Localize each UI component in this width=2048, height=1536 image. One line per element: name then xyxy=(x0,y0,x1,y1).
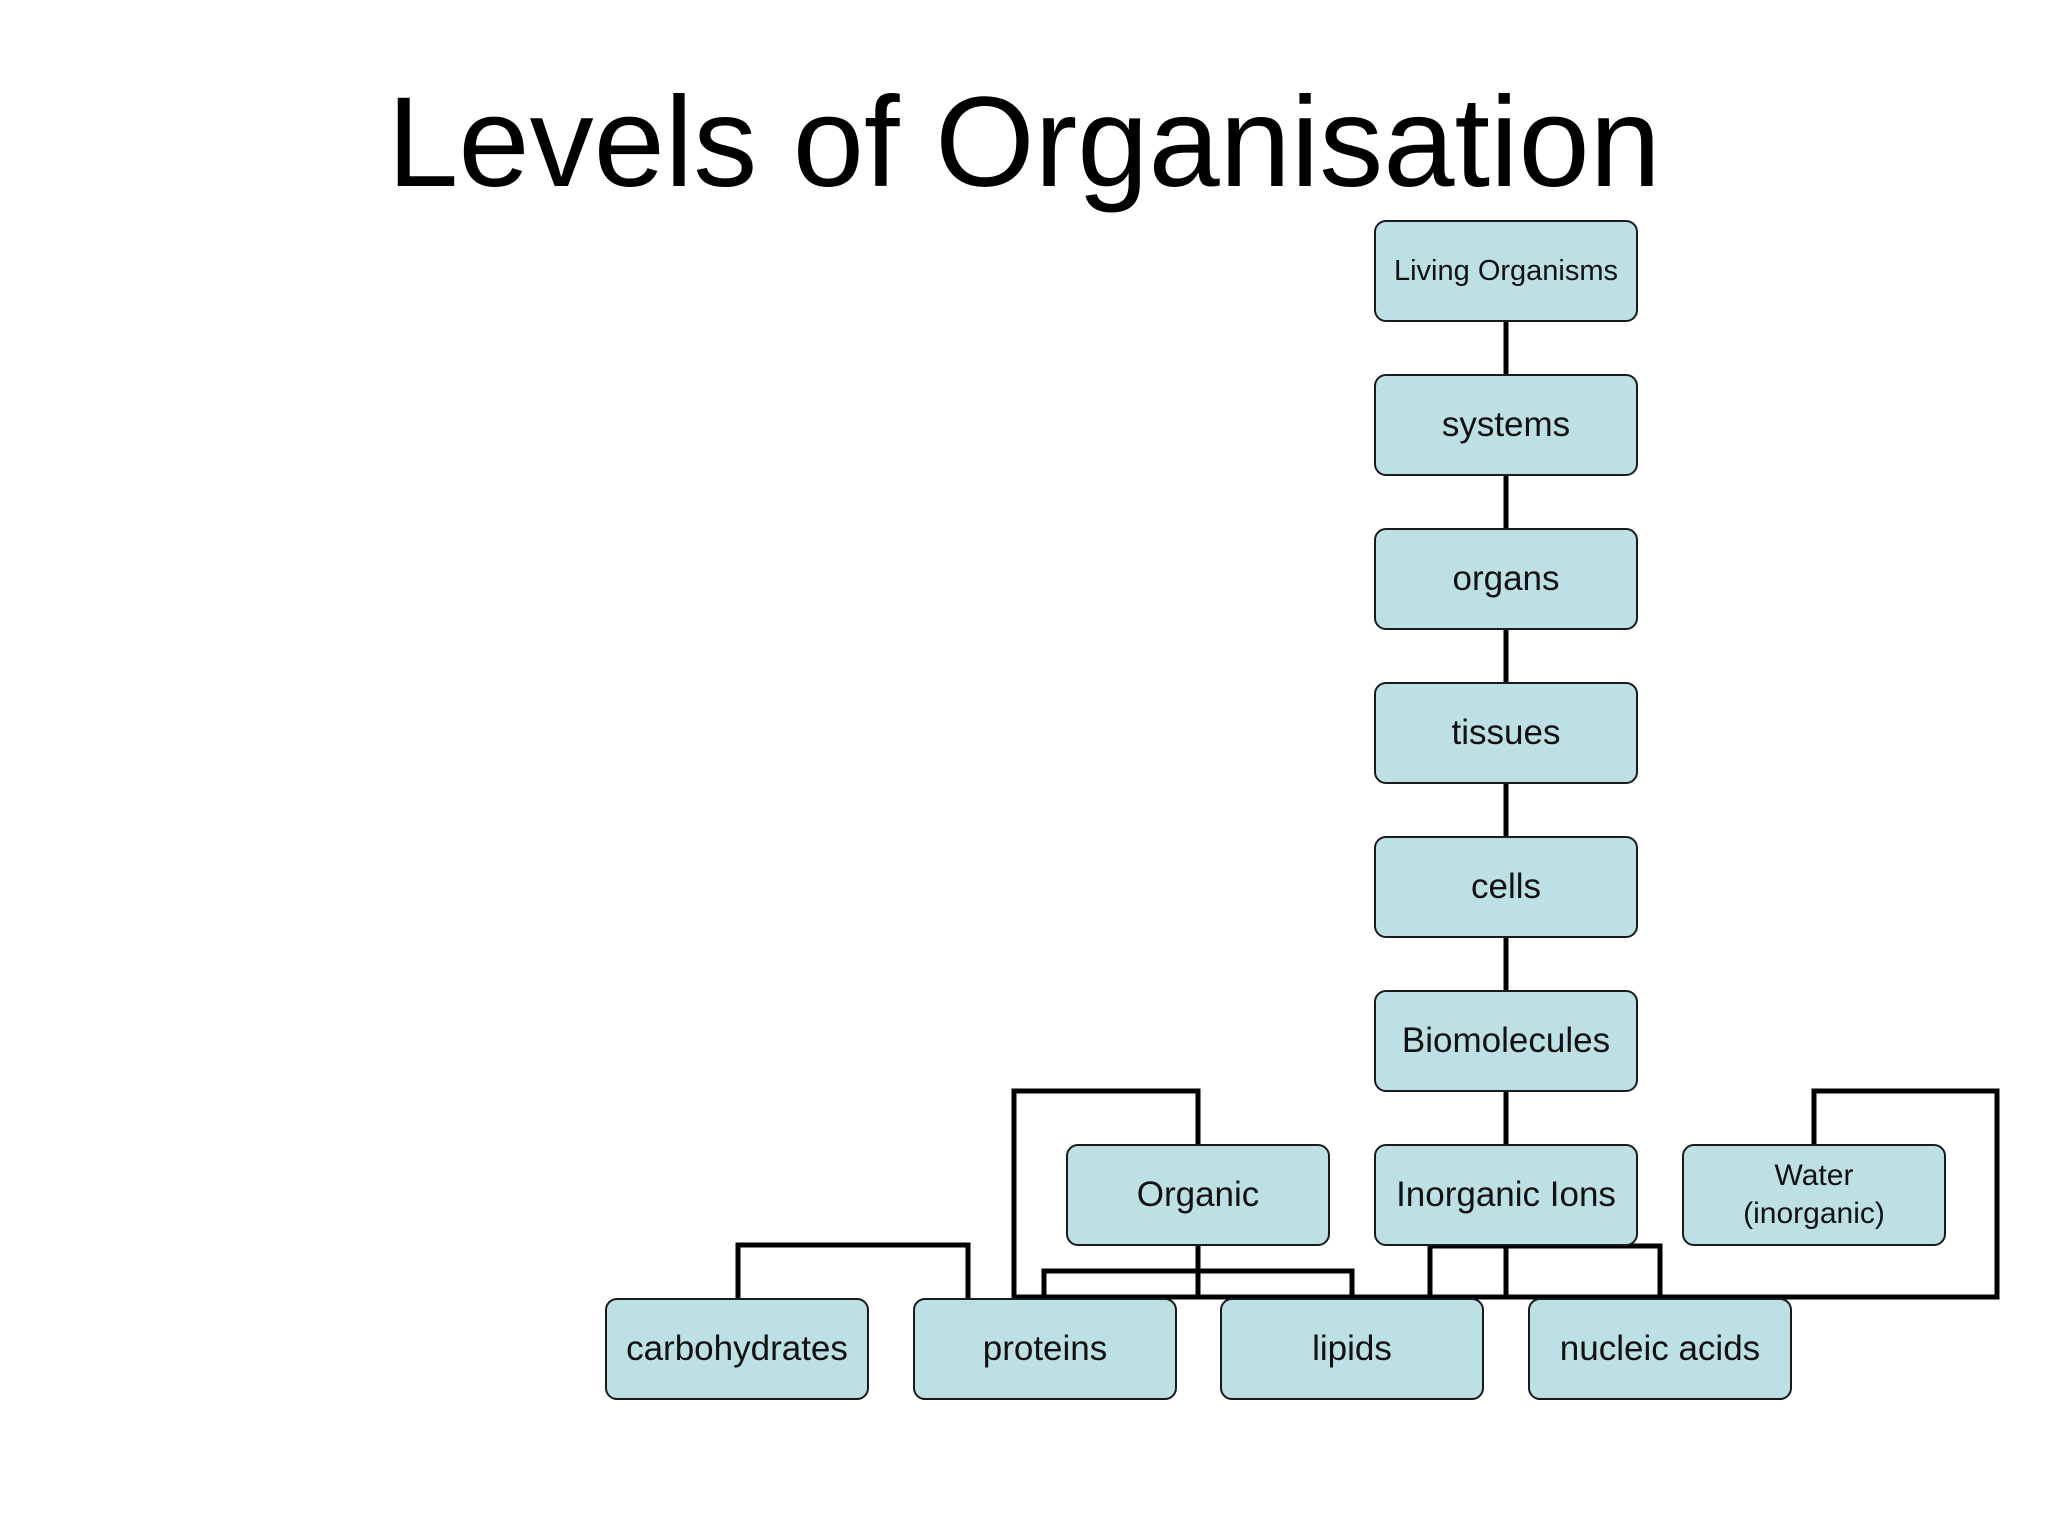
node-organic: Organic xyxy=(1066,1144,1330,1246)
node-nucleic-acids: nucleic acids xyxy=(1528,1298,1792,1400)
node-water: Water (inorganic) xyxy=(1682,1144,1946,1246)
node-living-organisms: Living Organisms xyxy=(1374,220,1638,322)
node-inorganic-ions: Inorganic Ions xyxy=(1374,1144,1638,1246)
node-systems: systems xyxy=(1374,374,1638,476)
node-lipids: lipids xyxy=(1220,1298,1484,1400)
page-title: Levels of Organisation xyxy=(387,71,1661,214)
node-proteins: proteins xyxy=(913,1298,1177,1400)
connector-organic-loop xyxy=(1011,1088,1201,1298)
connector-inorganic-branch xyxy=(1427,1243,1663,1298)
connector-carbohydrates-loop xyxy=(735,1242,971,1298)
node-organs: organs xyxy=(1374,528,1638,630)
connector-water-loop xyxy=(1506,1088,2000,1300)
node-carbohydrates: carbohydrates xyxy=(605,1298,869,1400)
node-biomolecules: Biomolecules xyxy=(1374,990,1638,1092)
node-cells: cells xyxy=(1374,836,1638,938)
node-tissues: tissues xyxy=(1374,682,1638,784)
